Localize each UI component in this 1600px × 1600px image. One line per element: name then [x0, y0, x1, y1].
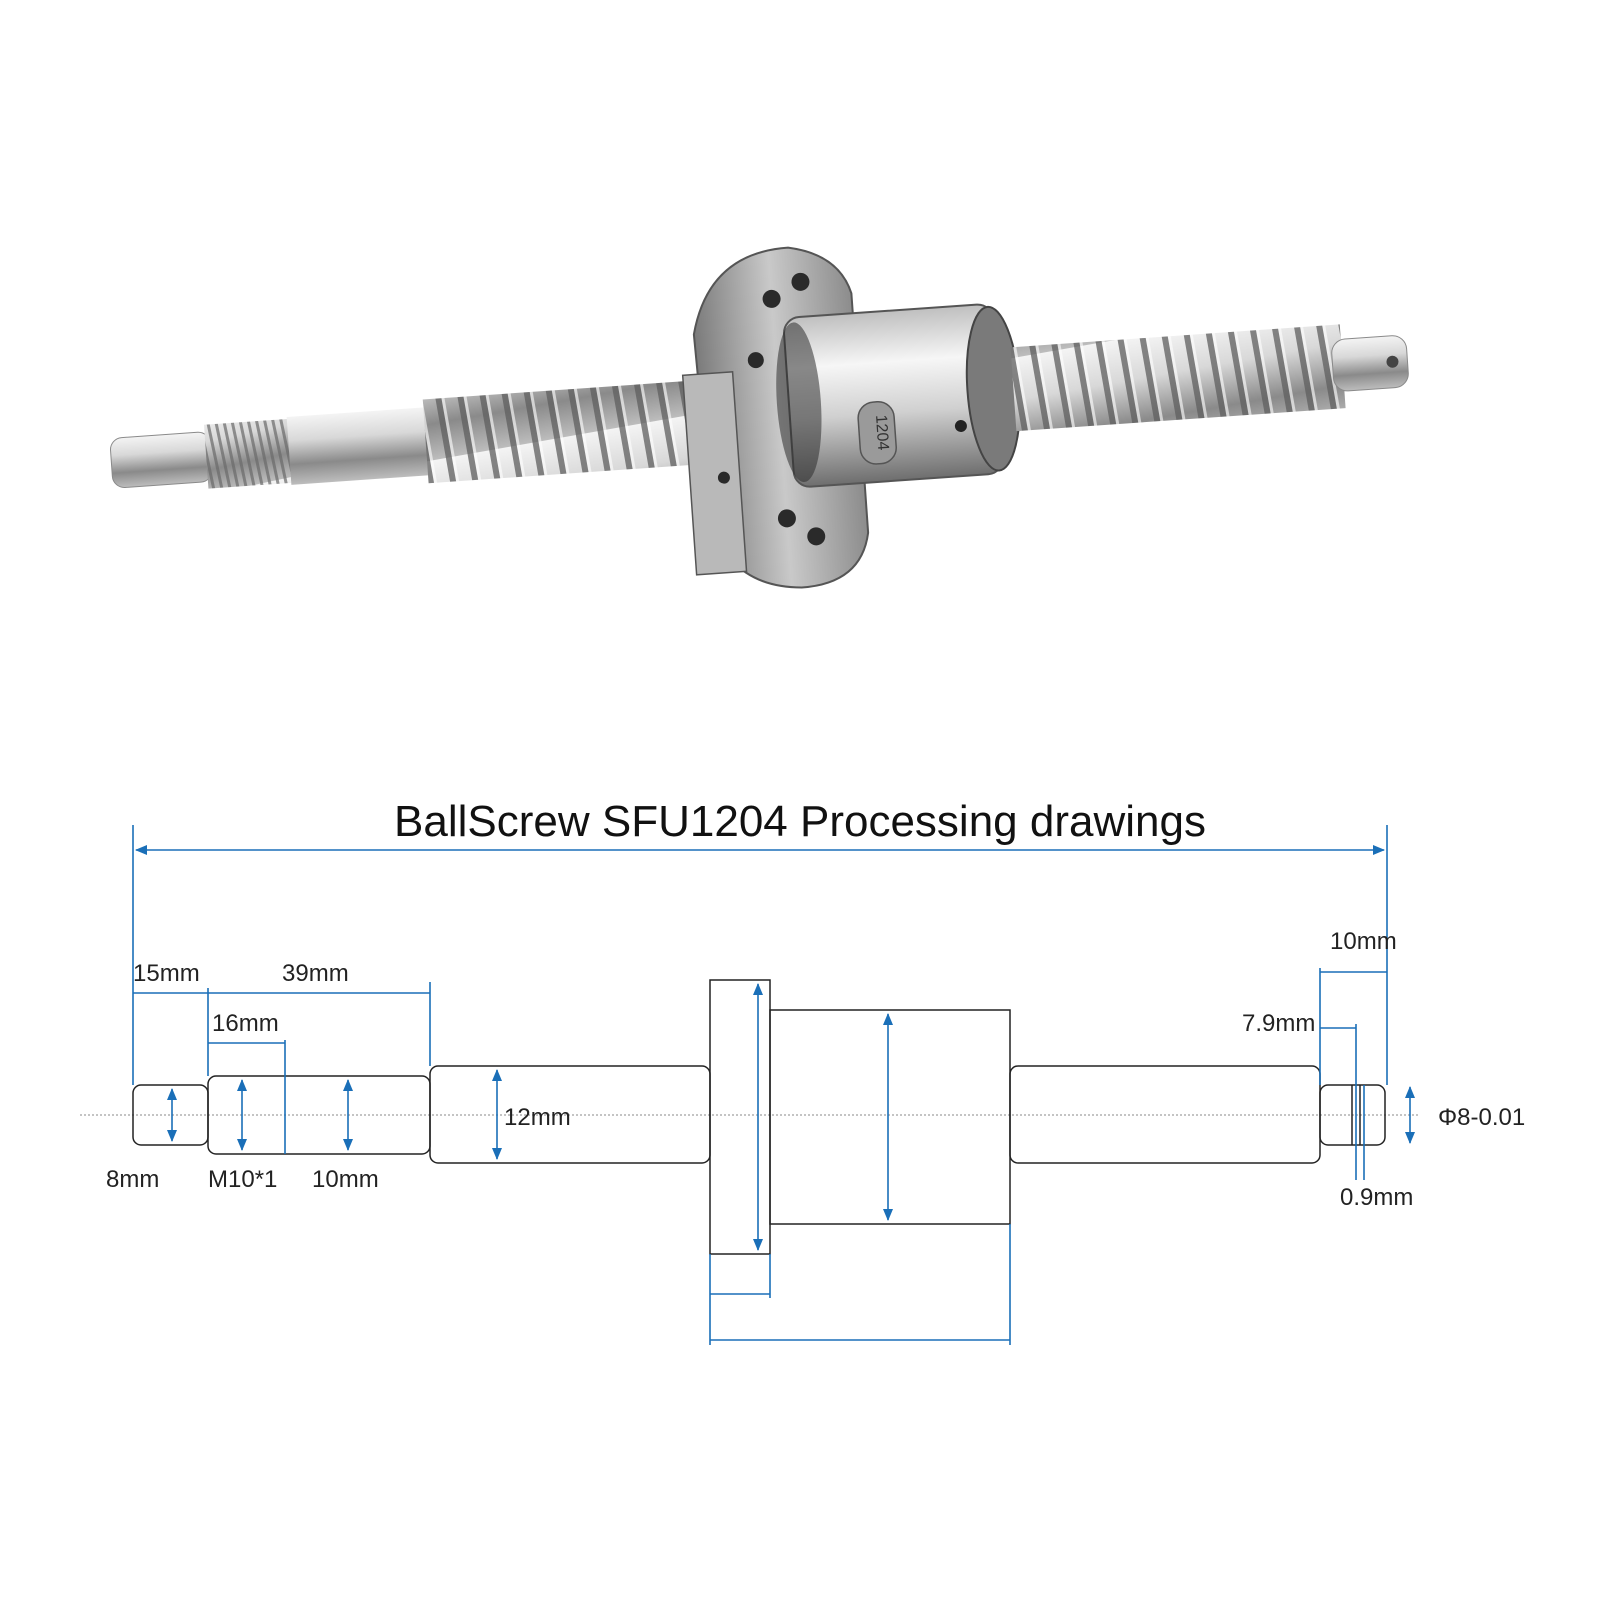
nut-front-ring: [776, 322, 822, 483]
label-39mm: 39mm: [282, 960, 349, 987]
label-10mm: 10mm: [312, 1166, 379, 1193]
label-15mm: 15mm: [133, 960, 200, 987]
label-7-9mm: 7.9mm: [1242, 1010, 1316, 1037]
nut-grease-hole: [954, 419, 967, 432]
label-10mm-right: 10mm: [1330, 928, 1397, 955]
label-12mm: 12mm: [504, 1104, 571, 1131]
flange-hole-1: [762, 289, 781, 308]
nut-marking-text: 1204: [872, 414, 891, 451]
label-0-9mm: 0.9mm: [1340, 1184, 1414, 1211]
flange-hole-3: [747, 352, 764, 369]
flange-hole-2: [791, 272, 810, 291]
fine-thread-section: [203, 418, 294, 489]
flange-flat-face: [681, 370, 748, 576]
flange-hole-6: [717, 471, 730, 484]
nut-outline: [769, 1009, 1011, 1225]
right-center-hole: [1386, 355, 1399, 368]
right-journal: [1331, 335, 1409, 392]
smooth-section: [286, 407, 432, 485]
screw-thread-left: [422, 380, 703, 484]
flange-outline: [709, 979, 771, 1255]
label-m10-thread: M10*1: [208, 1166, 278, 1193]
flange-hole-5: [807, 527, 826, 546]
label-8mm: 8mm: [106, 1166, 160, 1193]
label-16mm: 16mm: [212, 1010, 279, 1037]
dimension-lines: [132, 825, 1415, 1345]
ballscrew-photo: 1204: [110, 246, 1409, 589]
nut-marking-plate: [857, 401, 897, 465]
label-dia-8-tolerance: Φ8-0.01: [1438, 1104, 1526, 1131]
drawing-title: BallScrew SFU1204 Processing drawings: [394, 797, 1206, 846]
shaft-outline: [132, 979, 1386, 1255]
ballscrew-assembly: 1204: [110, 246, 1409, 589]
screw-thread-right: [1010, 324, 1346, 432]
flange-hole-4: [777, 509, 796, 528]
